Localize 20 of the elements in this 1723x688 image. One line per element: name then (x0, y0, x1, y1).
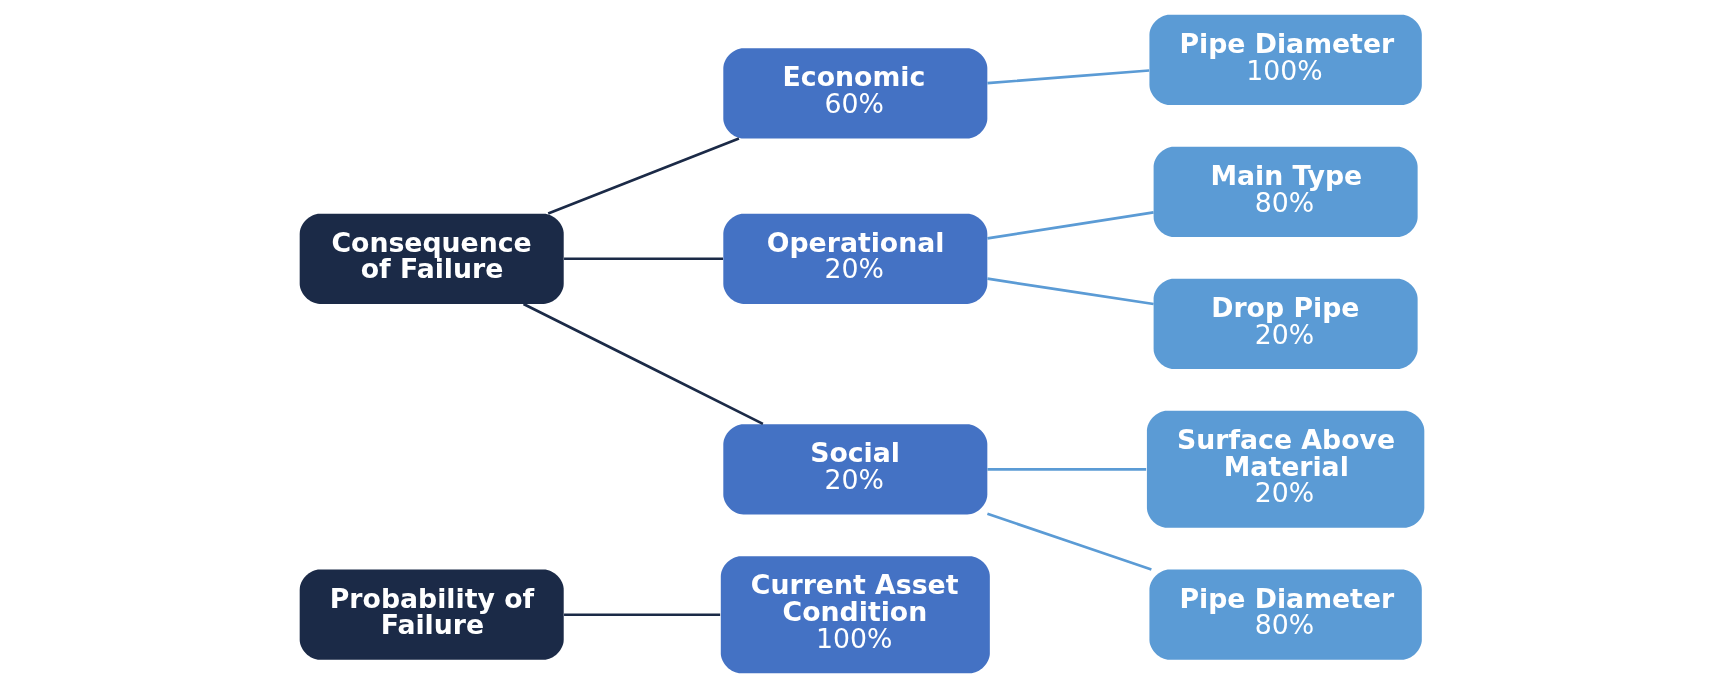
connector (563, 613, 720, 617)
node-box: Current Asset Condition 100% (720, 556, 990, 674)
connector (986, 277, 1154, 306)
node-box: Economic 60% (722, 48, 987, 139)
connector (547, 137, 739, 215)
node-box: Surface Above Material 20% (1146, 410, 1424, 528)
connector (986, 468, 1146, 471)
connector (986, 211, 1154, 240)
node-box: Main Type 80% (1153, 146, 1418, 238)
node-box: Social 20% (722, 424, 987, 515)
node-box: Consequence of Failure (299, 213, 564, 304)
connector (563, 257, 723, 261)
node-box: Pipe Diameter 100% (1148, 14, 1422, 106)
node-box: Pipe Diameter 80% (1148, 569, 1422, 660)
connector (986, 69, 1149, 85)
node-box: Operational 20% (722, 213, 987, 304)
connector (522, 302, 763, 426)
node-box: Probability of Failure (299, 569, 564, 660)
connector (986, 512, 1152, 571)
node-box: Drop Pipe 20% (1153, 278, 1418, 370)
